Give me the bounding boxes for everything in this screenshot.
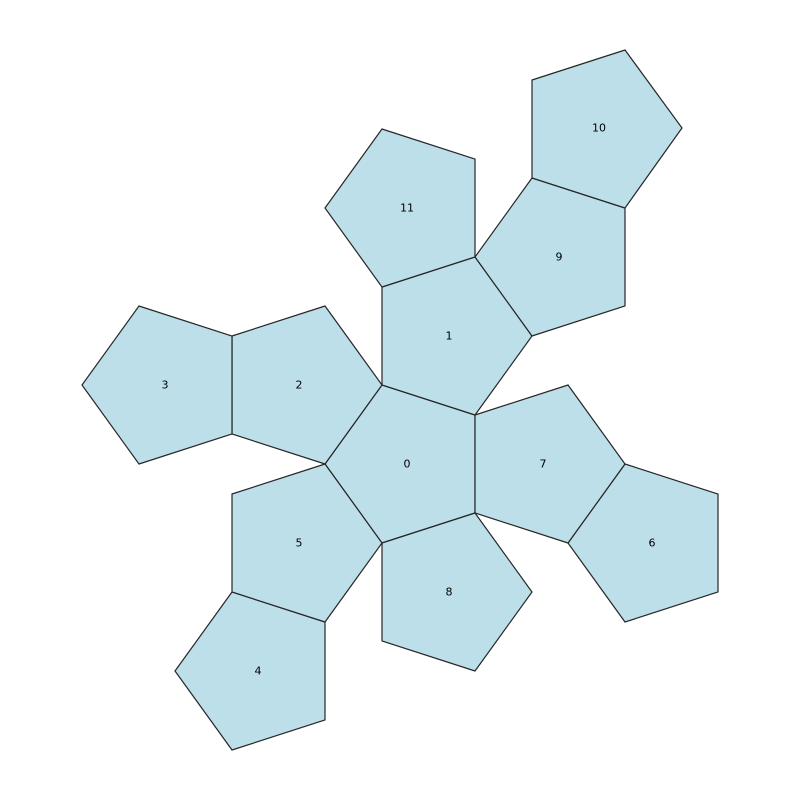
face-5-shape xyxy=(231,463,383,623)
face-6-label: 6 xyxy=(649,537,656,550)
face-8-label: 8 xyxy=(446,586,453,599)
face-5: 5 xyxy=(231,463,383,623)
face-8-shape xyxy=(381,512,533,672)
face-8: 8 xyxy=(381,512,533,672)
face-7-shape xyxy=(474,384,626,544)
face-3: 3 xyxy=(81,305,233,465)
face-3-shape xyxy=(81,305,233,465)
face-9: 9 xyxy=(474,177,626,337)
face-2-label: 2 xyxy=(296,379,303,392)
face-10-shape xyxy=(531,49,683,209)
face-4-shape xyxy=(174,591,326,751)
face-3-label: 3 xyxy=(162,379,169,392)
face-11: 11 xyxy=(324,128,476,288)
face-7: 7 xyxy=(474,384,626,544)
face-9-label: 9 xyxy=(556,251,563,264)
face-11-label: 11 xyxy=(400,202,414,215)
face-0-label: 0 xyxy=(404,458,411,471)
face-11-shape xyxy=(324,128,476,288)
face-5-label: 5 xyxy=(296,537,303,550)
face-10: 10 xyxy=(531,49,683,209)
face-7-label: 7 xyxy=(540,458,547,471)
face-10-label: 10 xyxy=(592,122,606,135)
face-4-label: 4 xyxy=(255,665,262,678)
face-1-label: 1 xyxy=(446,330,453,343)
face-4: 4 xyxy=(174,591,326,751)
face-9-shape xyxy=(474,177,626,337)
